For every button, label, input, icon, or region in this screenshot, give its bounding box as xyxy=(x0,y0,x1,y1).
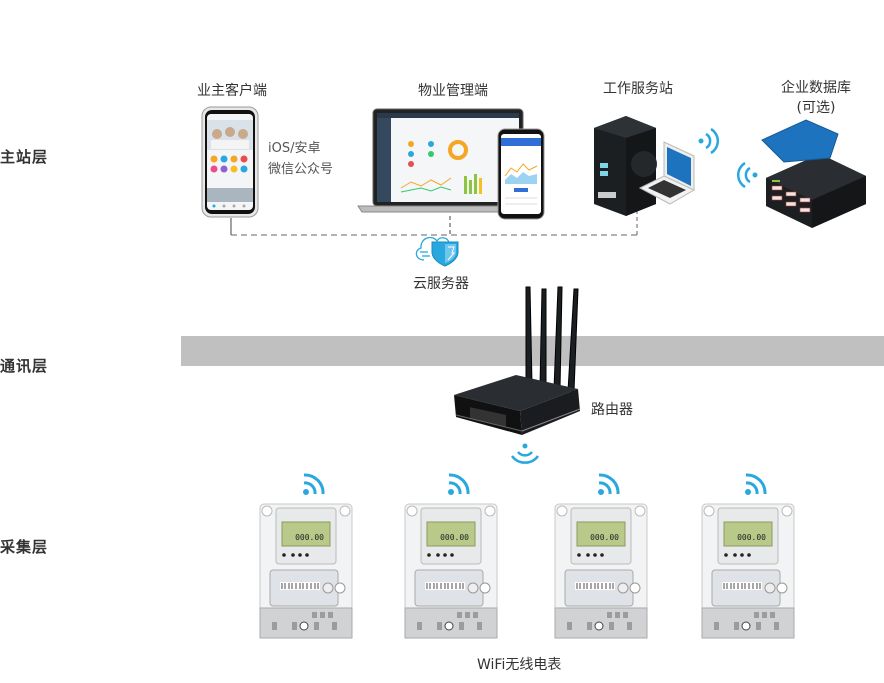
platform-wechat: 微信公众号 xyxy=(268,162,334,177)
wifi-signal-left-icon xyxy=(736,161,758,189)
wifi-icon xyxy=(448,473,470,495)
router-icon xyxy=(454,286,581,435)
owner-client-title: 业主客户端 xyxy=(197,83,267,99)
layer-label-collection: 采集层 xyxy=(0,538,49,556)
electric-meter-icon: 000.00 xyxy=(259,503,353,639)
svg-text:000.00: 000.00 xyxy=(440,533,469,542)
layer-label-communication: 通讯层 xyxy=(0,357,49,375)
electric-meter-icon: 000.00 xyxy=(701,503,795,639)
enterprise-db-name: 企业数据库 xyxy=(781,80,851,96)
cloud-shield-icon xyxy=(415,236,459,267)
electric-meter-icon: 000.00 xyxy=(554,503,648,639)
workstation-title: 工作服务站 xyxy=(603,81,673,97)
svg-text:000.00: 000.00 xyxy=(295,533,324,542)
router-title: 路由器 xyxy=(591,402,633,418)
router-wifi-down-icon xyxy=(510,443,540,464)
workstation-server-laptop-icon xyxy=(594,116,696,216)
property-management-title: 物业管理端 xyxy=(418,83,488,99)
database-server-icon xyxy=(761,119,866,228)
laptop-dashboard-icon xyxy=(357,108,539,213)
communication-band xyxy=(181,336,884,366)
smartphone-icon xyxy=(201,106,259,218)
cloud-server-title: 云服务器 xyxy=(413,276,469,292)
wifi-icon xyxy=(598,473,620,495)
svg-text:000.00: 000.00 xyxy=(590,533,619,542)
enterprise-db-optional: (可选) xyxy=(796,100,836,116)
meters-title: WiFi无线电表 xyxy=(477,657,562,673)
enterprise-db-title: 企业数据库 (可选) xyxy=(781,78,851,118)
electric-meter-icon: 000.00 xyxy=(404,503,498,639)
wifi-icon xyxy=(303,473,325,495)
svg-text:000.00: 000.00 xyxy=(737,533,766,542)
wifi-icon xyxy=(745,473,767,495)
layer-label-master: 主站层 xyxy=(0,148,49,166)
platform-ios-android: iOS/安卓 xyxy=(268,141,321,156)
mobile-app-phone-icon xyxy=(497,128,545,220)
wifi-signal-right-icon xyxy=(698,127,720,155)
